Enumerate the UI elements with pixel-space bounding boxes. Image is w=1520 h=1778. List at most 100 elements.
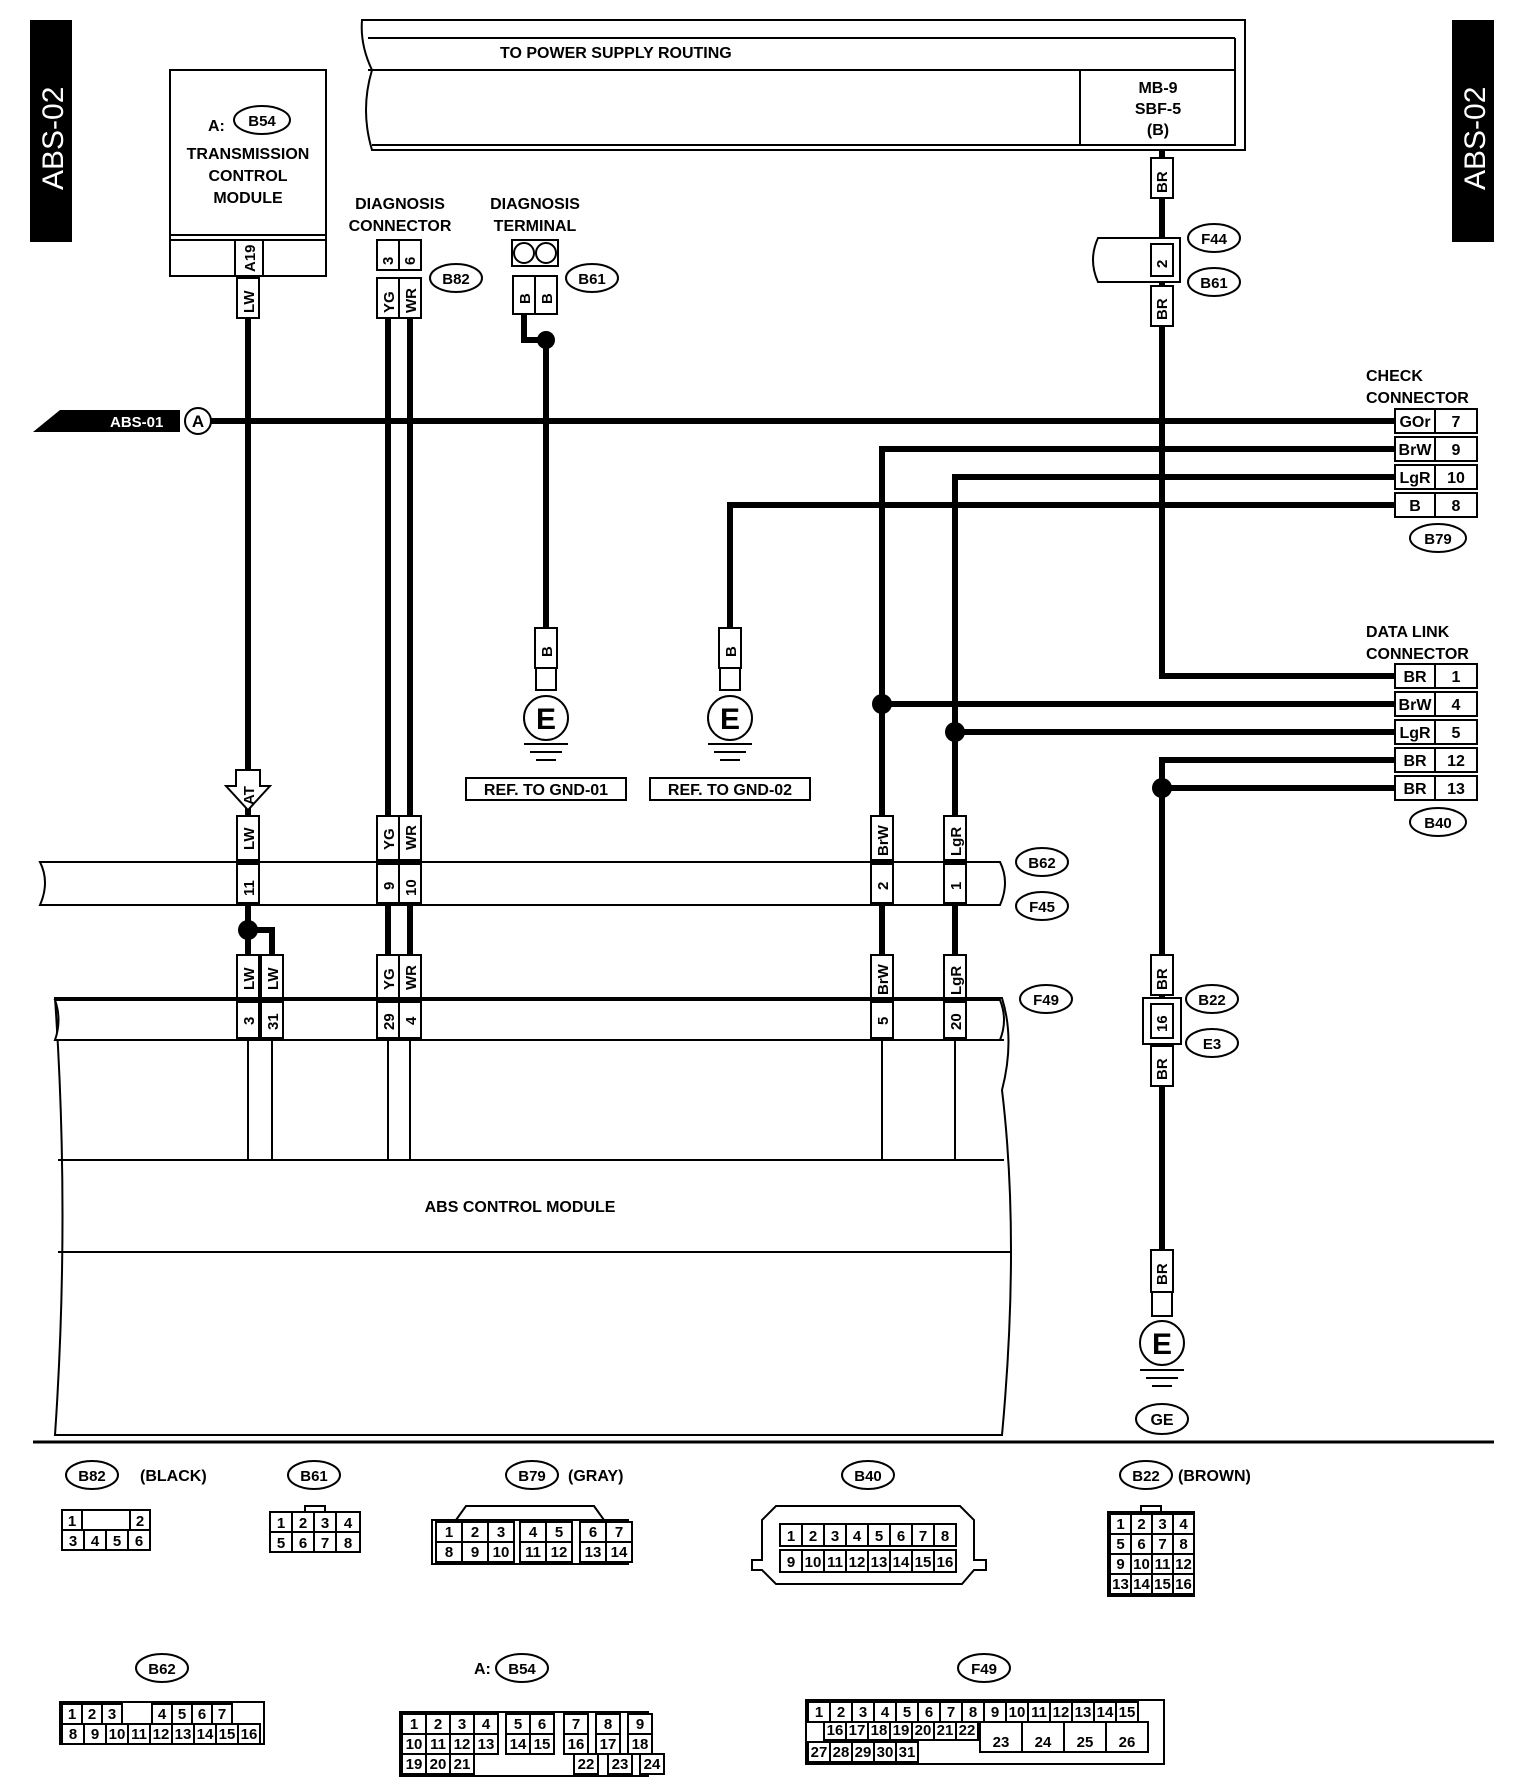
pin-label: 2 (1137, 1516, 1145, 1533)
diag-terminal-line1: DIAGNOSIS (490, 196, 580, 213)
pin-label: 1 (815, 1704, 823, 1721)
pin-label: 6 (135, 1533, 143, 1550)
fuse-sbf5: SBF-5 (1135, 101, 1181, 118)
b22-connector-label: B22 (1198, 992, 1226, 1009)
pin-label: 4 (344, 1515, 353, 1532)
pin-label: 22 (578, 1756, 595, 1773)
pin-label: 13 (175, 1726, 192, 1743)
legend-b61-name: B61 (300, 1468, 328, 1485)
ground-e: E (720, 703, 740, 736)
diag-pin-3: 3 (380, 257, 397, 265)
b62-wire-lgr: LgR (948, 827, 965, 856)
f49-wire-wr: WR (403, 965, 420, 990)
check-row-pin: 8 (1452, 498, 1461, 515)
abs-module-label: ABS CONTROL MODULE (425, 1199, 616, 1216)
check-row-wire: GOr (1399, 414, 1430, 431)
pin-label: 4 (91, 1533, 100, 1550)
pin-label: 8 (445, 1544, 453, 1561)
pin-label: 22 (959, 1722, 976, 1739)
data-link-row-wire: BR (1403, 669, 1427, 686)
pin-label: 11 (1031, 1704, 1047, 1721)
right-side-tag (1452, 20, 1494, 242)
pin-label: 28 (833, 1744, 850, 1761)
pin-label: 14 (611, 1544, 628, 1561)
abs-control-module: 3 31 29 4 5 20 ABS CONTROL MODULE (53, 997, 1012, 1436)
pin-label: 10 (406, 1736, 423, 1753)
pin-cell (607, 1753, 633, 1775)
pin-label: 25 (1077, 1734, 1094, 1751)
pin-label: 1 (277, 1515, 285, 1532)
pin-label: 21 (454, 1756, 471, 1773)
f49-pin-20: 20 (948, 1013, 965, 1030)
b62-wire-brw: BrW (875, 824, 892, 856)
pin-cell (639, 1753, 665, 1775)
check-row-wire: B (1409, 498, 1421, 515)
pin-label: 7 (919, 1528, 927, 1545)
check-row-pin: 7 (1452, 414, 1461, 431)
legend-b82-color: (BLACK) (140, 1468, 207, 1485)
pin-label: 3 (69, 1533, 77, 1550)
data-link-row-pin: 13 (1447, 781, 1465, 798)
fuse-mb9: MB-9 (1138, 80, 1177, 97)
pin-label: 27 (811, 1744, 828, 1761)
gnd1-ref: REF. TO GND-01 (484, 782, 608, 799)
pin-label: 1 (1116, 1516, 1124, 1533)
pin-cell (1021, 1721, 1065, 1753)
b62-label: B62 (1028, 855, 1056, 872)
pin-label: 12 (454, 1736, 471, 1753)
pin-label: 6 (1137, 1536, 1145, 1553)
b62-wire-yg: YG (381, 828, 398, 850)
pin-label: 4 (1179, 1516, 1188, 1533)
check-row-pin: 9 (1452, 442, 1461, 459)
junction-dot (1152, 778, 1172, 798)
b22-wire-br-top: BR (1154, 968, 1171, 990)
wire-tags: LW 3 6 YG WR B B BR 2 BR B B LW (236, 157, 1182, 1293)
power-conn-b61: B61 (1200, 275, 1228, 292)
check-connector-line2: CONNECTOR (1366, 390, 1469, 407)
pin-label: 18 (871, 1722, 888, 1739)
f49-pin-4: 4 (403, 1016, 420, 1025)
pin-label: 15 (534, 1736, 551, 1753)
pin-label: 7 (1158, 1536, 1166, 1553)
pin-label: 4 (158, 1706, 167, 1723)
pin-label: 3 (831, 1528, 839, 1545)
pin-label: 1 (410, 1716, 418, 1733)
tcm-pin-a19: A19 (242, 244, 259, 272)
pin-label: 10 (1009, 1704, 1026, 1721)
pin-label: 19 (893, 1722, 910, 1739)
legend-b40-name: B40 (854, 1468, 882, 1485)
pin-cell (895, 1741, 919, 1763)
pin-label: 6 (198, 1706, 206, 1723)
check-row-wire: BrW (1399, 442, 1433, 459)
pin-label: 6 (299, 1535, 307, 1552)
pin-label: 7 (218, 1706, 226, 1723)
pin-label: 5 (903, 1704, 911, 1721)
pin-label: 16 (241, 1726, 258, 1743)
pin-label: 1 (787, 1528, 795, 1545)
pin-label: 3 (458, 1716, 466, 1733)
pin-cell (573, 1753, 599, 1775)
pin-label: 16 (937, 1554, 954, 1571)
b62-pin-9: 9 (381, 882, 398, 890)
pin-label: 16 (1175, 1576, 1192, 1593)
pin-cell (545, 1541, 573, 1563)
left-side-tag (30, 20, 72, 242)
diag-pin-6: 6 (402, 257, 419, 265)
pin-label: 15 (915, 1554, 932, 1571)
pin-label: 7 (572, 1716, 580, 1733)
power-supply-label: TO POWER SUPPLY ROUTING (500, 45, 732, 62)
legend-b61-pins: 1 2 3 4 5 6 7 8 (270, 1512, 360, 1552)
pin-label: 3 (108, 1706, 116, 1723)
diag-wire-yg: YG (381, 291, 398, 313)
pin-label: 9 (787, 1554, 795, 1571)
junction-dot (945, 722, 965, 742)
ground-e: E (1152, 1328, 1172, 1361)
b62-wire-lw: LW (241, 827, 258, 850)
tcm-line1: TRANSMISSION (187, 146, 310, 163)
